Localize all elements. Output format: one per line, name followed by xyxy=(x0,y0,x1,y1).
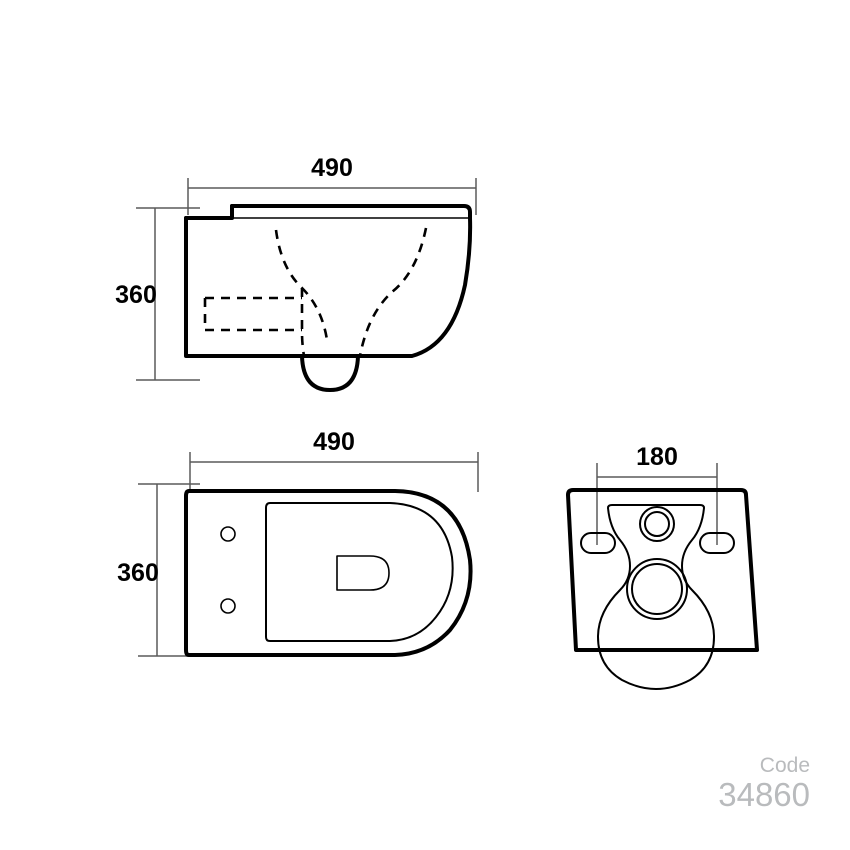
side-elevation-view: 490 360 xyxy=(115,154,477,392)
code-value: 34860 xyxy=(718,776,810,813)
plan-height-dim-label: 360 xyxy=(117,559,159,587)
code-block: Code 34860 xyxy=(718,754,810,813)
rear-outlet-outer-circle xyxy=(626,558,688,620)
rear-inlet-outer-circle xyxy=(639,506,675,542)
side-seat-lid-hinge-step xyxy=(184,204,234,220)
plan-seat-outline xyxy=(265,502,454,642)
rear-bolt-slot-left xyxy=(580,532,616,554)
rear-inlet-inner-circle xyxy=(644,511,670,537)
plan-flush-opening-d-shape xyxy=(336,555,390,591)
side-seat-lid-top xyxy=(230,204,472,220)
plan-fixing-hole-upper xyxy=(220,526,236,542)
rear-elevation-view: 180 xyxy=(566,443,759,690)
plan-fixing-hole-lower xyxy=(220,598,236,614)
side-hidden-bowl-left-wall xyxy=(274,229,329,341)
side-height-dim-label: 360 xyxy=(115,281,157,309)
side-hidden-trap-left xyxy=(300,288,306,357)
code-label: Code xyxy=(760,754,810,777)
side-width-dim-label: 490 xyxy=(311,154,353,182)
plan-width-dim-label: 490 xyxy=(313,428,355,456)
rear-ceramic-profile xyxy=(597,504,715,690)
rear-bolt-dim-label: 180 xyxy=(636,443,678,471)
side-trap-u-bend xyxy=(300,354,360,392)
rear-body-trapezoid xyxy=(566,488,759,652)
rear-bolt-slot-right xyxy=(699,532,735,554)
plan-view: 490 360 xyxy=(117,428,479,657)
side-pan-body-outline xyxy=(184,216,473,358)
plan-outer-outline xyxy=(184,489,473,657)
rear-outlet-inner-circle xyxy=(631,563,683,615)
side-hidden-bowl-right-wall xyxy=(358,227,428,357)
